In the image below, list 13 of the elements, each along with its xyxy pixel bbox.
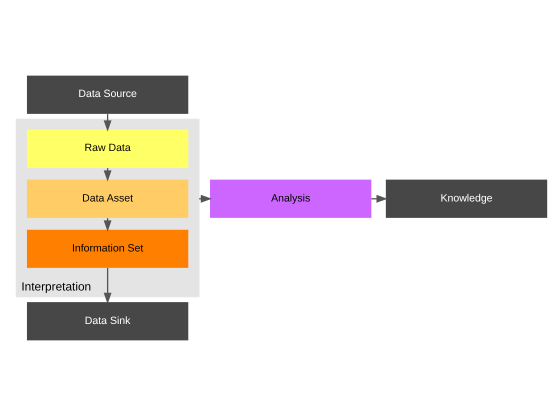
node-box: Data Source — [26, 76, 188, 114]
arrow — [104, 114, 112, 132]
arrow — [199, 194, 212, 203]
arrow — [104, 268, 112, 304]
node-box: Data Asset — [26, 180, 188, 218]
arrow — [104, 218, 112, 232]
node-box: Data Sink — [26, 302, 188, 340]
arrow — [371, 194, 388, 203]
node-box: Information Set — [26, 230, 188, 268]
node-box: Knowledge — [386, 180, 548, 218]
node-box: Analysis — [210, 180, 372, 218]
arrow — [104, 168, 112, 182]
node-box: Raw Data — [26, 130, 188, 168]
